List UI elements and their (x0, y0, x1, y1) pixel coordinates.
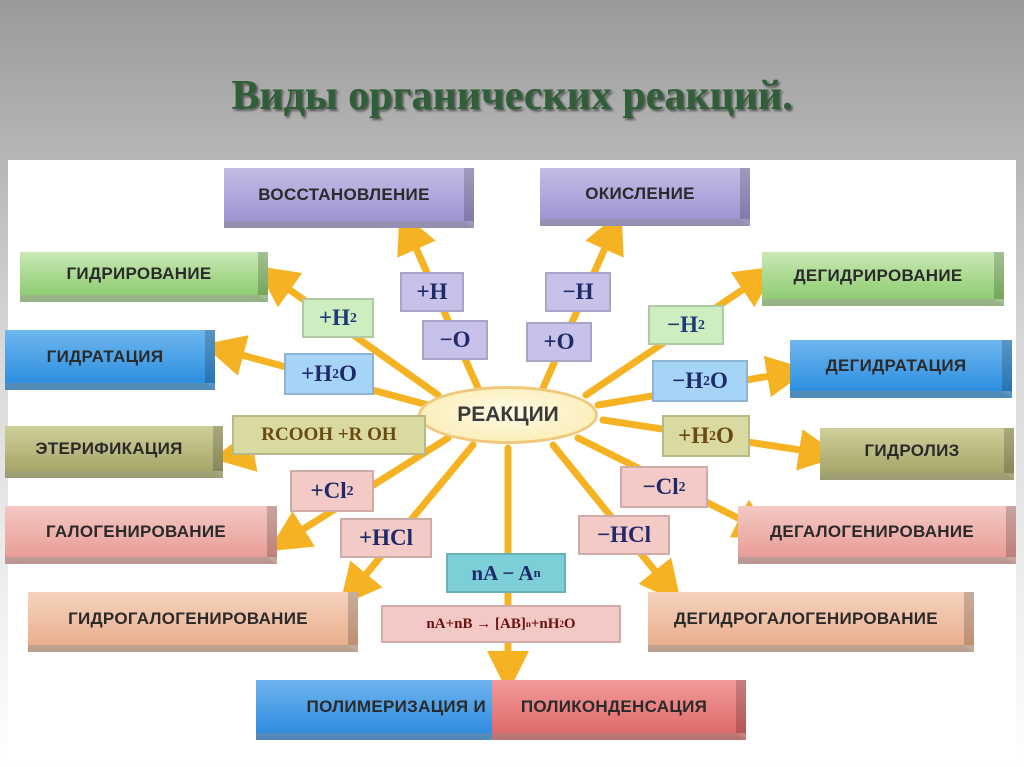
chip-plus-o: +O (526, 322, 592, 362)
chip-minus-o: −O (422, 320, 488, 360)
box-hydration: ГИДРАТАЦИЯ (5, 330, 215, 390)
box-dehydration: ДЕГИДРАТАЦИЯ (790, 340, 1012, 398)
box-hydrogenation: ГИДРИРОВАНИЕ (20, 252, 268, 302)
box-polycondensation: ПОЛИКОНДЕНСАЦИЯ (492, 680, 746, 740)
center-reactions: РЕАКЦИИ (418, 386, 598, 444)
box-polymerization: ПОЛИМЕРИЗАЦИЯ И (256, 680, 492, 740)
page-title: Виды органических реакций. (231, 73, 793, 119)
box-hydrolysis: ГИДРОЛИЗ (820, 428, 1014, 480)
box-dehydrohalogenation: ДЕГИДРОГАЛОГЕНИРОВАНИЕ (648, 592, 974, 652)
chip-minus-hcl: −HCl (578, 515, 670, 555)
box-hydrohalogenation: ГИДРОГАЛОГЕНИРОВАНИЕ (28, 592, 358, 652)
chip-minus-h: −H (545, 272, 611, 312)
box-esterification: ЭТЕРИФИКАЦИЯ (5, 426, 223, 478)
arrow-hydrohalogenation (339, 441, 477, 607)
box-dehalogenation: ДЕГАЛОГЕНИРОВАНИЕ (738, 506, 1016, 564)
chip-rcooh: RCOOH +R OH (232, 415, 426, 455)
box-reduction: ВОССТАНОВЛЕНИЕ (224, 168, 474, 228)
box-halogenation: ГАЛОГЕНИРОВАНИЕ (5, 506, 277, 564)
box-dehydrogenation: ДЕГИДРИРОВАНИЕ (762, 252, 1004, 306)
chip-plus-hcl: +HCl (340, 518, 432, 558)
box-oxidation: ОКИСЛЕНИЕ (540, 168, 750, 226)
chip-plus-h: +H (400, 272, 464, 312)
